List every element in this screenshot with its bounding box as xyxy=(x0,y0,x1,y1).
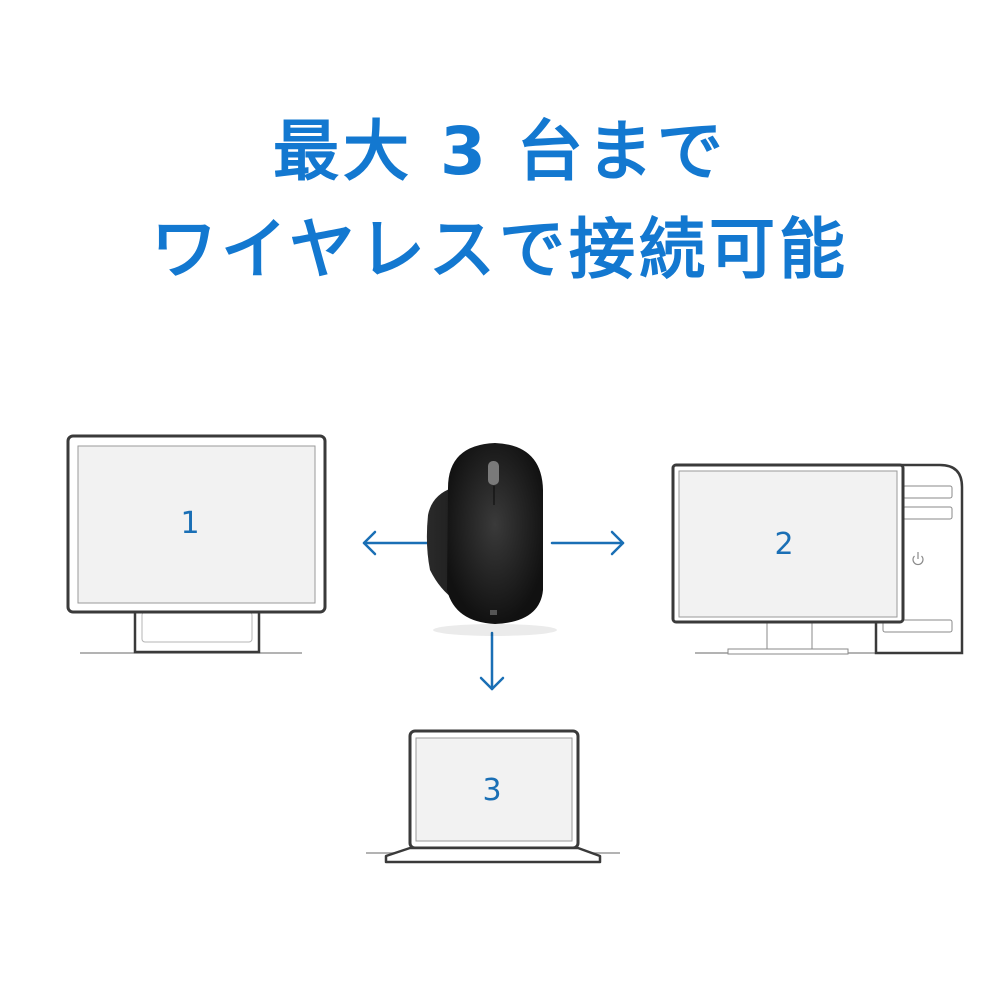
device-3-label: 3 xyxy=(482,773,501,808)
headline-line-2: ワイヤレスで接続可能 xyxy=(150,211,850,288)
device-2-desktop: 2 xyxy=(671,463,964,655)
mouse-image xyxy=(426,443,557,636)
windows-logo-icon xyxy=(490,610,497,615)
scroll-wheel-icon xyxy=(488,461,499,485)
device-1-monitor: 1 xyxy=(66,434,327,654)
device-1-label: 1 xyxy=(180,506,199,541)
power-icon xyxy=(912,552,924,566)
device-2-label: 2 xyxy=(774,527,793,562)
device-3-laptop: 3 xyxy=(366,729,620,864)
arrow-right-icon xyxy=(550,530,625,556)
arrow-left-icon xyxy=(362,530,430,556)
arrow-down-icon xyxy=(479,631,505,691)
headline-line-1: 最大 3 台まで xyxy=(273,113,727,190)
